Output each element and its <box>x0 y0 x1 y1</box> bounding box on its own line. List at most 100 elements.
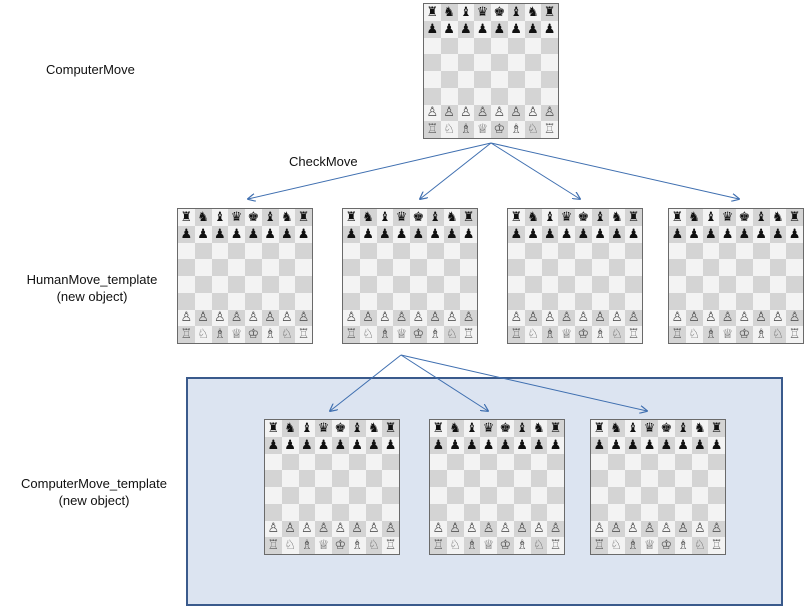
chess-square <box>752 276 770 293</box>
chess-square <box>365 503 383 521</box>
chess-square <box>194 276 212 293</box>
chess-piece-square: ♙ <box>691 520 709 538</box>
chess-piece-square: ♔ <box>575 326 592 343</box>
chess-piece-square: ♟ <box>558 225 575 243</box>
chess-piece-square: ♝ <box>591 209 609 226</box>
chess-piece-square: ♙ <box>641 520 658 538</box>
chess-piece-square: ♙ <box>265 520 282 538</box>
chess-piece-square: ♙ <box>591 520 608 538</box>
chess-square <box>211 292 229 310</box>
chess-square <box>497 470 514 487</box>
chess-piece-square: ♙ <box>513 520 531 538</box>
chess-piece-square: ♝ <box>752 209 770 226</box>
chess-piece-square: ♖ <box>786 326 803 343</box>
chess-square <box>178 259 195 276</box>
chess-piece-square: ♘ <box>530 537 548 554</box>
chess-square <box>786 259 803 276</box>
chess-square <box>410 292 427 310</box>
chess-square <box>463 470 481 487</box>
chess-square <box>507 87 525 105</box>
chess-square <box>178 242 195 260</box>
chess-piece-square: ♟ <box>541 20 558 38</box>
chess-piece-square: ♟ <box>507 20 525 38</box>
chess-square <box>513 487 531 504</box>
chess-piece-square: ♙ <box>343 309 360 327</box>
chess-piece-square: ♘ <box>769 326 787 343</box>
chess-piece-square: ♗ <box>457 121 475 138</box>
chess-square <box>315 487 332 504</box>
chess-square <box>474 71 491 88</box>
chess-piece-square: ♔ <box>410 326 427 343</box>
chess-square <box>474 54 491 71</box>
chess-square <box>625 292 642 310</box>
chess-square <box>430 487 447 504</box>
chess-square <box>607 487 625 504</box>
chess-piece-square: ♚ <box>497 420 514 437</box>
chess-piece-square: ♜ <box>547 420 564 437</box>
arrow-to-human-board-2 <box>420 142 492 199</box>
chess-piece-square: ♞ <box>607 420 625 437</box>
chess-square <box>228 292 245 310</box>
chess-square <box>491 87 508 105</box>
chess-square <box>278 242 296 260</box>
chess-piece-square: ♕ <box>315 537 332 554</box>
chess-square <box>624 470 642 487</box>
chess-piece-square: ♟ <box>393 225 410 243</box>
human-move-board-3: ♜♞♝♛♚♝♞♜♟♟♟♟♟♟♟♟♙♙♙♙♙♙♙♙♖♘♗♕♔♗♘♖ <box>507 208 643 344</box>
chess-piece-square: ♟ <box>491 20 508 38</box>
chess-piece-square: ♟ <box>261 225 279 243</box>
chess-square <box>295 259 312 276</box>
chess-piece-square: ♞ <box>769 209 787 226</box>
chess-square <box>658 487 675 504</box>
chess-square <box>591 470 608 487</box>
chess-square <box>752 259 770 276</box>
chess-square <box>228 259 245 276</box>
chess-piece-square: ♙ <box>608 309 626 327</box>
chess-square <box>376 242 394 260</box>
chess-piece-square: ♙ <box>474 104 491 122</box>
chess-piece-square: ♟ <box>591 436 608 454</box>
chess-square <box>575 276 592 293</box>
chess-piece-square: ♘ <box>194 326 212 343</box>
chess-piece-square: ♟ <box>194 225 212 243</box>
chess-square <box>424 37 441 55</box>
chess-square <box>463 453 481 471</box>
chess-square <box>708 487 725 504</box>
chess-square <box>541 54 558 71</box>
chess-square <box>211 242 229 260</box>
chess-piece-square: ♙ <box>719 309 736 327</box>
chess-piece-square: ♙ <box>547 520 564 538</box>
chess-piece-square: ♙ <box>524 309 542 327</box>
chess-piece-square: ♖ <box>708 537 725 554</box>
chess-square <box>178 292 195 310</box>
chess-square <box>736 292 753 310</box>
arrow-to-human-board-3 <box>490 142 580 199</box>
chess-square <box>624 453 642 471</box>
chess-square <box>424 71 441 88</box>
chess-piece-square: ♗ <box>211 326 229 343</box>
chess-piece-square: ♙ <box>315 520 332 538</box>
chess-square <box>443 259 461 276</box>
chess-piece-square: ♞ <box>524 209 542 226</box>
chess-square <box>719 259 736 276</box>
chess-piece-square: ♚ <box>658 420 675 437</box>
chess-square <box>440 37 458 55</box>
chess-square <box>541 87 558 105</box>
chess-piece-square: ♙ <box>524 104 542 122</box>
chess-piece-square: ♗ <box>261 326 279 343</box>
chess-piece-square: ♟ <box>440 20 458 38</box>
chess-square <box>491 37 508 55</box>
chess-piece-square: ♚ <box>575 209 592 226</box>
chess-square <box>608 292 626 310</box>
chess-piece-square: ♕ <box>228 326 245 343</box>
chess-square <box>786 276 803 293</box>
chess-piece-square: ♟ <box>178 225 195 243</box>
chess-piece-square: ♗ <box>298 537 316 554</box>
chess-square <box>281 487 299 504</box>
chess-piece-square: ♙ <box>194 309 212 327</box>
chess-piece-square: ♙ <box>708 520 725 538</box>
chess-piece-square: ♟ <box>607 436 625 454</box>
chess-piece-square: ♙ <box>541 309 559 327</box>
chess-piece-square: ♝ <box>457 4 475 21</box>
chess-piece-square: ♟ <box>641 436 658 454</box>
